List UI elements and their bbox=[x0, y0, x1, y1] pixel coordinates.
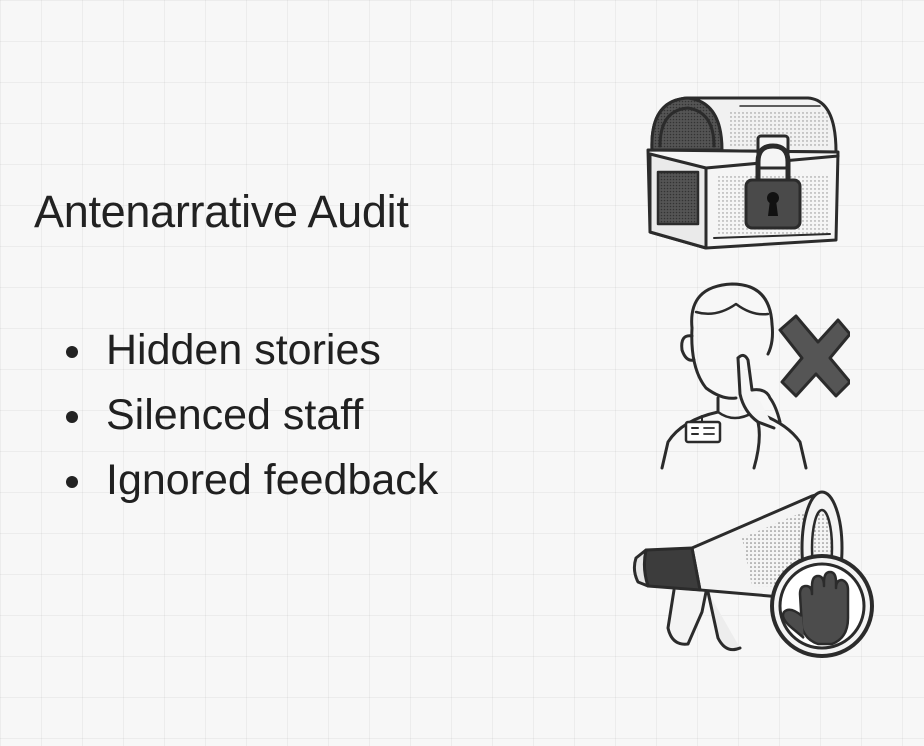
locked-treasure-chest-icon bbox=[646, 96, 840, 250]
bullet-list: Hidden stories Silenced staff Ignored fe… bbox=[62, 318, 438, 513]
bullet-label: Ignored feedback bbox=[106, 456, 439, 504]
bullet-label: Silenced staff bbox=[106, 391, 364, 439]
silenced-person-icon bbox=[660, 282, 850, 470]
blocked-megaphone-icon bbox=[632, 490, 874, 658]
bullet-dot-icon bbox=[66, 476, 78, 488]
bullet-item-silenced-staff: Silenced staff bbox=[62, 383, 438, 448]
bullet-item-hidden-stories: Hidden stories bbox=[62, 318, 438, 383]
bullet-dot-icon bbox=[66, 346, 78, 358]
bullet-item-ignored-feedback: Ignored feedback bbox=[62, 448, 438, 513]
bullet-dot-icon bbox=[66, 411, 78, 423]
bullet-label: Hidden stories bbox=[106, 326, 381, 374]
slide-title: Antenarrative Audit bbox=[34, 186, 409, 237]
